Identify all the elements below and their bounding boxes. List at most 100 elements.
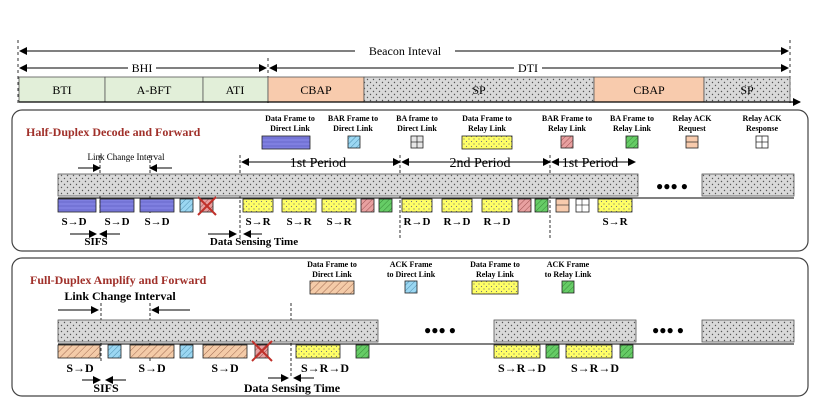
hd-flow-label: R→D [404, 216, 431, 228]
legend-ba-relay-line2: Relay Link [613, 124, 652, 133]
hd-bar-relay-frame [360, 198, 375, 213]
period-3-label: 1st Period [562, 156, 618, 171]
fd-ack-relay-frame [355, 344, 370, 359]
hd-sifs-label: SIFS [84, 236, 107, 248]
hd-flow-label: R→D [444, 216, 471, 228]
hd-data-relay-frame [481, 198, 513, 213]
hd-bar-direct-frame [179, 198, 194, 213]
legend-bar-direct-line2: Direct Link [333, 124, 373, 133]
fd-legend-data-relay-swatch [471, 280, 519, 295]
hd-sp-bar-2 [701, 173, 795, 197]
hd-flow-label: S→R [286, 216, 312, 228]
fd-sifs-label: SIFS [93, 381, 119, 395]
fd-flow-label: S→D [138, 361, 166, 375]
fd-flow-label: S→R→D [571, 361, 619, 375]
hd-data-direct-frame [139, 198, 175, 213]
fd-legend-data-direct-line1: Data Frame to [307, 260, 357, 269]
fd-flow-label: S→R→D [498, 361, 546, 375]
full-duplex-title: Full-Duplex Amplify and Forward [30, 273, 207, 287]
hd-collision-icon [197, 196, 217, 216]
fd-collision-icon [251, 340, 273, 362]
hd-flow-label: S→R [245, 216, 271, 228]
period-2-label: 2nd Period [449, 156, 510, 171]
fd-legend-data-direct-swatch [309, 280, 355, 295]
hd-flow-label: R→D [484, 216, 511, 228]
fd-data-direct-frame [129, 344, 175, 359]
segment-cbap-1 [267, 76, 365, 103]
hd-data-relay-frame [281, 198, 317, 213]
fd-ellipsis-2: ●●● ● [652, 323, 684, 337]
hd-data-relay-frame [401, 198, 433, 213]
hd-sp-bar-1 [57, 173, 639, 197]
hd-bar-relay-frame [517, 198, 532, 213]
fd-flow-label: S→D [66, 361, 94, 375]
hd-ba-relay-frame [534, 198, 549, 213]
legend-bar-relay-line1: BAR Frame to [542, 114, 592, 123]
hd-data-relay-frame [597, 198, 633, 213]
hd-data-direct-frame [99, 198, 135, 213]
hd-flow-label: S→D [104, 216, 129, 228]
half-duplex-legend: Data Frame to Direct Link BAR Frame to D… [261, 114, 783, 150]
beacon-interval-label: Beacon Inteval [369, 44, 442, 58]
segment-sp-2-label: SP [740, 83, 754, 97]
legend-bar-direct-line1: BAR Frame to [328, 114, 378, 123]
fd-sp-bar-3 [701, 319, 795, 343]
superframe: Beacon Inteval BHI DTI BTI A-BFT ATI CBA… [17, 40, 801, 106]
fd-legend-ack-relay-swatch [561, 280, 575, 294]
legend-relay-ack-resp-line1: Relay ACK [743, 114, 783, 123]
legend-ba-relay-line1: BA Frame to [610, 114, 654, 123]
hd-flow-label: S→R [602, 216, 628, 228]
fd-ack-direct-frame [179, 344, 194, 359]
legend-relay-ack-req-line1: Relay ACK [673, 114, 713, 123]
fd-data-direct-frame [202, 344, 248, 359]
half-duplex-panel: Half-Duplex Decode and Forward Data Fram… [11, 109, 809, 252]
fd-ack-relay-frame [619, 344, 634, 359]
legend-bar-relay-swatch [560, 135, 574, 149]
fd-legend-data-relay-line2: Relay Link [476, 270, 515, 279]
hd-link-change-interval-label: Link Change Interval [88, 152, 165, 162]
fd-ack-relay-frame [545, 344, 560, 359]
legend-ba-direct-line1: BA frame to [396, 114, 438, 123]
fd-ellipsis-1: ●●● ● [424, 323, 456, 337]
half-duplex-title: Half-Duplex Decode and Forward [26, 125, 201, 139]
hd-data-direct-frame [57, 198, 97, 213]
segment-cbap-1-label: CBAP [300, 83, 332, 97]
legend-bar-direct-swatch [347, 135, 361, 149]
hd-data-relay-frame [321, 198, 357, 213]
fd-data-sensing-label: Data Sensing Time [244, 381, 341, 395]
fd-data-relay-frame [565, 344, 613, 359]
hd-flow-label: S→R [326, 216, 352, 228]
fd-link-change-interval-label: Link Change Interval [64, 289, 176, 303]
hd-data-sensing-label: Data Sensing Time [210, 236, 298, 248]
legend-bar-relay-line2: Relay Link [548, 124, 587, 133]
hd-data-relay-frame [242, 198, 274, 213]
legend-data-relay-line1: Data Frame to [462, 114, 512, 123]
fd-legend-ack-direct-line2: to Direct Link [387, 270, 436, 279]
full-duplex-legend: Data Frame to Direct Link ACK Frame to D… [307, 260, 592, 295]
segment-sp-1-label: SP [472, 83, 486, 97]
legend-relay-ack-req-line2: Request [678, 124, 706, 133]
hd-flow-label: S→D [144, 216, 169, 228]
legend-data-direct-swatch [261, 135, 311, 150]
segment-abft-label: A-BFT [137, 83, 172, 97]
fd-ack-direct-frame [107, 344, 122, 359]
legend-data-direct-line1: Data Frame to [265, 114, 315, 123]
legend-data-direct-line2: Direct Link [270, 124, 310, 133]
fd-sp-bar-2 [493, 319, 637, 343]
fd-data-direct-frame [57, 344, 101, 359]
legend-ba-relay-swatch [625, 135, 639, 149]
full-duplex-panel: Full-Duplex Amplify and Forward Data Fra… [11, 257, 809, 397]
hd-flow-label: S→D [61, 216, 86, 228]
fd-legend-ack-relay-line2: to Relay Link [545, 270, 592, 279]
fd-sp-bar-1 [57, 319, 379, 343]
fd-legend-ack-relay-line1: ACK Frame [547, 260, 590, 269]
hd-relay-ack-req-frame [555, 198, 570, 213]
fd-flow-label: S→R→D [301, 361, 349, 375]
hd-ellipsis: ●●● ● [656, 179, 688, 193]
hd-relay-ack-resp-frame [575, 198, 590, 213]
legend-data-relay-swatch [461, 135, 513, 150]
bhi-label: BHI [132, 61, 153, 75]
hd-data-relay-frame [441, 198, 473, 213]
hd-ba-relay-frame [378, 198, 393, 213]
